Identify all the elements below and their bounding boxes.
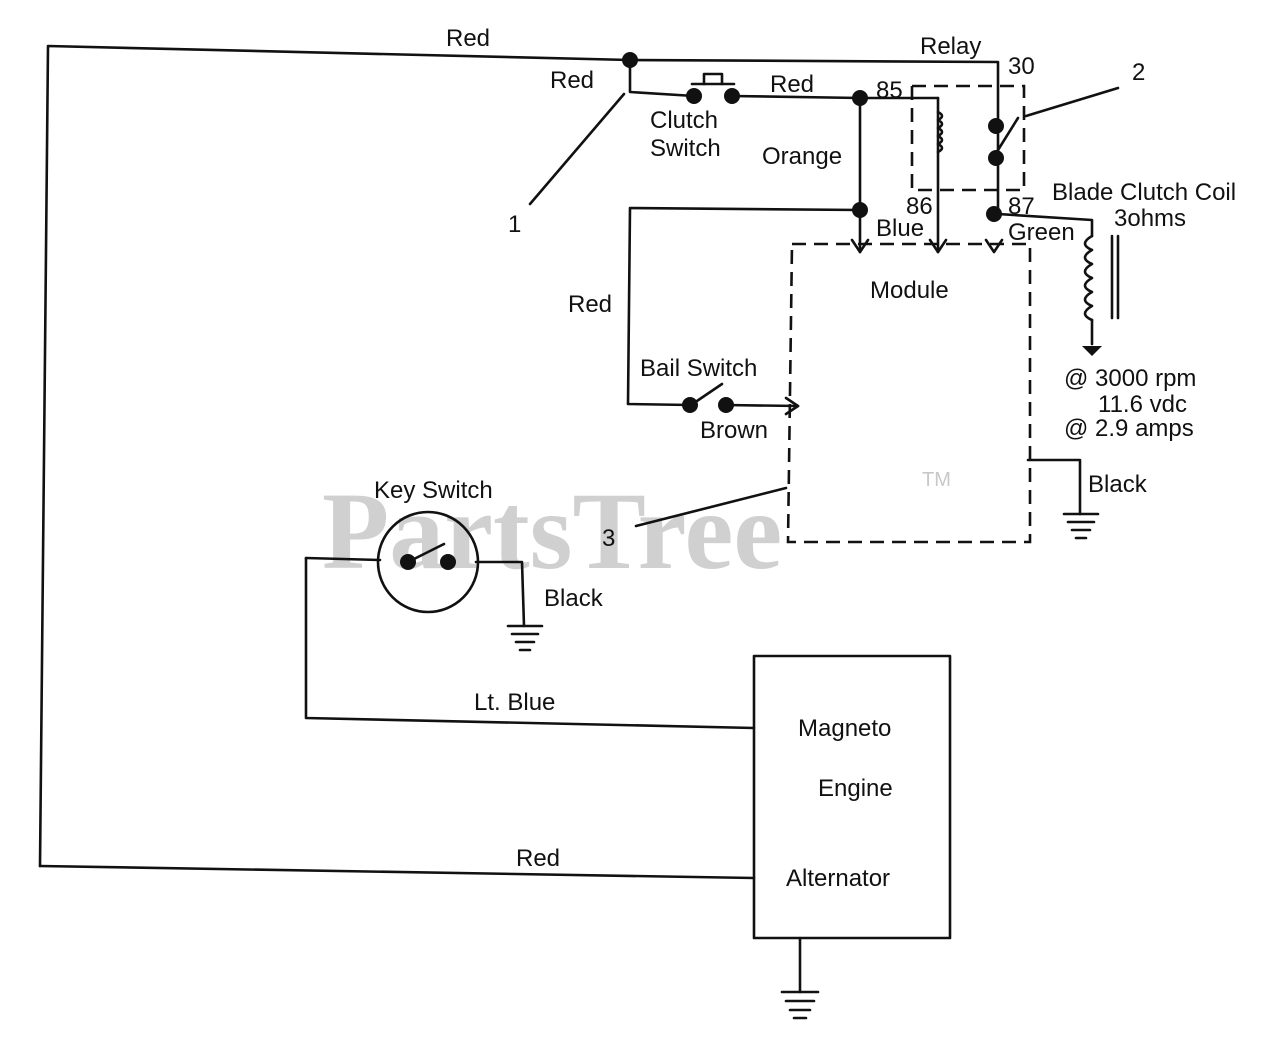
engine-label: Engine	[818, 775, 893, 802]
blade-clutch-coil-label: Blade Clutch Coil	[1052, 179, 1236, 206]
terminal-30: 30	[1008, 53, 1035, 80]
engine-magneto-label: Magneto	[798, 715, 891, 742]
wire-label-blue: Blue	[876, 215, 924, 242]
wire-green	[996, 212, 1094, 238]
wire-label-red: Red	[568, 291, 612, 318]
wire-label-black: Black	[1088, 471, 1148, 498]
junction-dot	[852, 90, 868, 106]
ground-symbol-key	[506, 624, 544, 652]
callout-2: 2	[1132, 59, 1145, 86]
clutch-switch-label: Clutch	[650, 107, 718, 134]
engine-box	[752, 654, 952, 940]
terminal-86: 86	[906, 193, 933, 220]
blade-clutch-coil-rating: 3ohms	[1114, 205, 1186, 232]
ground-symbol-engine	[780, 990, 820, 1020]
junction-dot	[986, 206, 1002, 222]
terminal-87: 87	[1008, 193, 1035, 220]
wire-red-to-85	[730, 94, 940, 100]
ground-symbol-module	[1062, 512, 1100, 540]
watermark-text: PartsTree	[322, 470, 782, 592]
callout-leaders	[528, 86, 1120, 528]
callout-3: 3	[602, 525, 615, 552]
wire-label-red: Red	[446, 25, 490, 52]
bail-switch-symbol	[682, 382, 734, 413]
module-box	[786, 242, 1032, 544]
engine-alternator-label: Alternator	[786, 865, 890, 892]
key-switch-label: Key Switch	[374, 477, 493, 504]
watermark-tm: TM	[922, 469, 951, 491]
module-label: Module	[870, 277, 949, 304]
key-switch-symbol	[376, 510, 480, 614]
clutch-switch-symbol	[686, 72, 740, 104]
wire-label-red: Red	[770, 71, 814, 98]
wire-label-lt-blue: Lt. Blue	[474, 689, 555, 716]
blade-clutch-coil-symbol	[1082, 234, 1120, 356]
wire-lt-blue	[304, 556, 756, 730]
terminal-85: 85	[876, 77, 903, 104]
wire-label-brown: Brown	[700, 417, 768, 444]
relay-label: Relay	[920, 33, 981, 60]
wire-red-to-clutch	[628, 58, 696, 98]
wire-red-bail	[626, 206, 862, 407]
spec-voltage: 11.6 vdc	[1098, 391, 1187, 418]
clutch-switch-label: Switch	[650, 135, 721, 162]
junction-dot	[852, 202, 868, 218]
wire-label-red: Red	[516, 845, 560, 872]
wire-label-black: Black	[544, 585, 604, 612]
spec-amps: @ 2.9 amps	[1064, 415, 1194, 442]
wire-black-module	[1026, 458, 1082, 516]
wire-label-orange: Orange	[762, 143, 842, 170]
callout-1: 1	[508, 211, 521, 238]
junction-dot	[622, 52, 638, 68]
wire-label-green: Green	[1008, 219, 1075, 246]
wire-brown	[724, 403, 800, 408]
wire-label-red: Red	[550, 67, 594, 94]
junction-dots	[622, 52, 1002, 222]
wire-red-bottom	[38, 864, 756, 880]
wire-key-switch	[304, 556, 526, 628]
spec-rpm: @ 3000 rpm	[1064, 365, 1196, 392]
watermark: PartsTree TM	[322, 469, 951, 592]
bail-switch-label: Bail Switch	[640, 355, 757, 382]
module-input-arrows	[784, 238, 1004, 416]
wire-red-top	[38, 44, 1000, 868]
relay-symbol	[910, 84, 1026, 192]
